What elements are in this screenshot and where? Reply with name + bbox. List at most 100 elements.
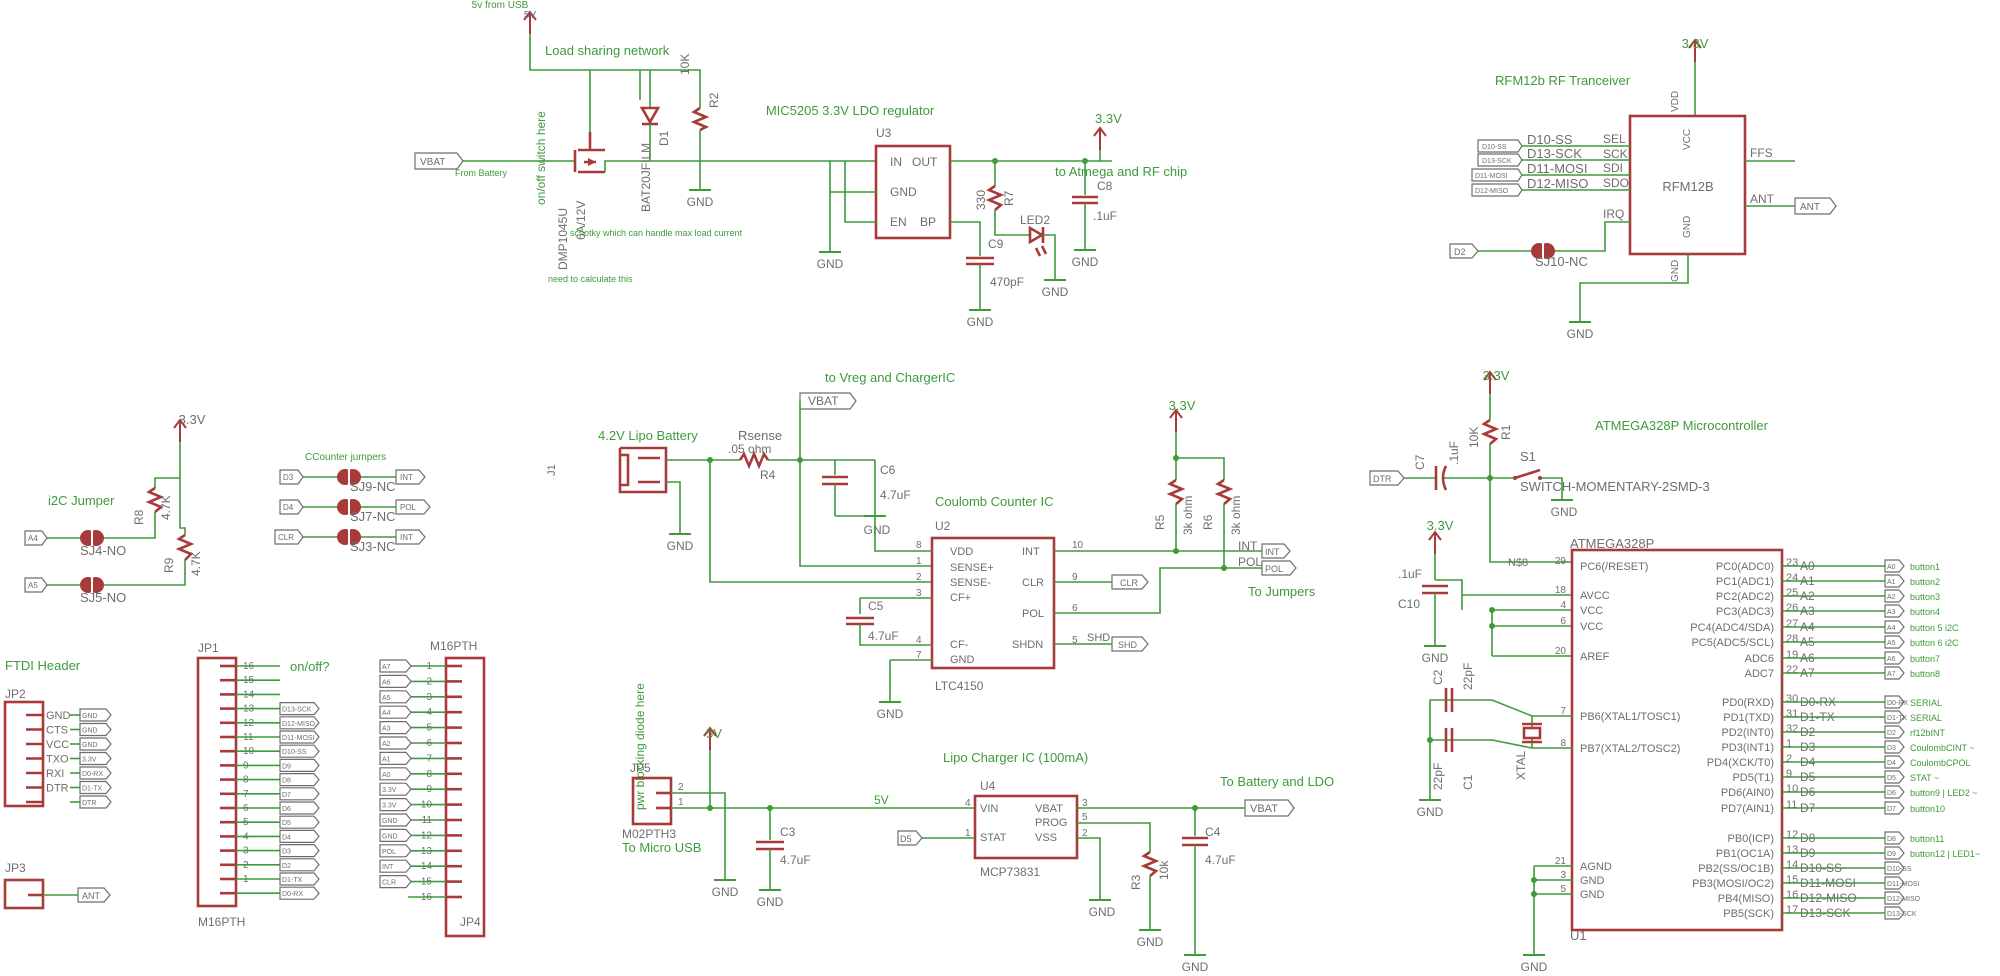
jp1-tag-12-text: D4 — [282, 834, 291, 841]
c1-ref: C1 — [1461, 774, 1475, 790]
jp4-tag-7 — [379, 767, 412, 781]
rfm-vdd: VDD — [1670, 91, 1681, 112]
c4-ref: C4 — [1205, 825, 1221, 839]
jp1-tag-14 — [279, 858, 320, 872]
ftdi-pin-txo: TXO — [46, 754, 69, 766]
mcu-note-8: SERIAL — [1910, 698, 1942, 708]
d3-tag: D3 — [283, 473, 294, 482]
mcu-pin-num-29: 29 — [1555, 556, 1567, 567]
sj5-label: SJ5-NO — [80, 590, 126, 605]
mcu-tag-a4 — [1884, 620, 1905, 634]
mcu-note-16: button11 — [1910, 834, 1944, 844]
ftdi-tag-2 — [79, 737, 112, 751]
mosfet-dmp1045u — [573, 132, 660, 174]
5v-net-label: 5V — [524, 10, 537, 21]
ant-tag-rf-text: ANT — [1800, 202, 1820, 213]
u1-ref: U1 — [1570, 928, 1587, 943]
vbat-tag-text: VBAT — [420, 157, 445, 168]
gnd-c4: GND — [1182, 960, 1209, 974]
jp1-tag-15-text: D1-TX — [282, 877, 303, 884]
ftdi-tag-6-text: DTR — [82, 800, 96, 807]
jp4-tag-3-text: A4 — [382, 710, 391, 717]
jp1-tag-3-text: D13-SCK — [282, 707, 312, 714]
mcu-tag-d6 — [1884, 785, 1905, 799]
mcu-tag-d4 — [1884, 755, 1905, 769]
mcu-pin-pd4-xck-t0-: PD4(XCK/T0) — [1707, 757, 1774, 769]
mcu-tag-d13-sck-text: D13-SCK — [1887, 911, 1917, 918]
jp1-tag-16 — [279, 886, 320, 900]
mcu-tag-d9 — [1884, 846, 1905, 860]
u4-prog: PROG — [1035, 817, 1067, 829]
to-vreg-label: to Vreg and ChargerIC — [825, 370, 955, 385]
mcu-tag-a2-text: A2 — [1887, 594, 1896, 601]
c3-ref: C3 — [780, 825, 796, 839]
c1-value: 22pF — [1431, 763, 1445, 790]
jp1-tag-6-text: D10-SS — [282, 749, 307, 756]
a4-tag: A4 — [28, 534, 38, 543]
ccounter-jumper-section: CCounter jumpers D3 D4 CLR SJ9-NC SJ7-NC… — [274, 452, 431, 554]
jp4-tag-7-text: A0 — [382, 772, 391, 779]
jp4-tag-9-text: 3.3V — [382, 803, 397, 810]
mcu-pin-num-4: 4 — [1560, 600, 1566, 611]
jp1-header — [196, 656, 238, 908]
r5-value: 3k ohm — [1181, 496, 1195, 535]
s1-ref: S1 — [1520, 449, 1536, 464]
u2-pin7: 7 — [916, 650, 922, 661]
mcu-tag-d11-mosi — [1884, 876, 1905, 890]
mcu-pin-num-9: 9 — [1786, 768, 1792, 780]
u4-ref: U4 — [980, 779, 996, 793]
jp5-header — [631, 776, 673, 826]
jp4-tag-11-text: GND — [382, 833, 398, 840]
jp4-tag-8 — [379, 782, 412, 796]
u3-bp-pin: BP — [920, 215, 936, 229]
ftdi-tag-4 — [79, 766, 112, 780]
gnd-led2: GND — [1042, 285, 1069, 299]
ftdi-pin-gnd: GND — [46, 710, 71, 722]
mcu-pin-pb3-mosi-oc2-: PB3(MOSI/OC2) — [1692, 878, 1774, 890]
c9-value: 470pF — [990, 275, 1024, 289]
int-tag-cc2: INT — [400, 533, 413, 542]
gnd-u4: GND — [1089, 905, 1116, 919]
mcu-tag-d13-sck — [1884, 906, 1905, 920]
xtal-label: XTAL — [1514, 751, 1528, 780]
u2-sensep: SENSE+ — [950, 562, 994, 574]
u2-pin3: 3 — [916, 588, 922, 599]
mcu-pin-num-17: 17 — [1786, 904, 1798, 916]
resistor-r2 — [688, 106, 712, 191]
to-batt-ldo-label: To Battery and LDO — [1220, 774, 1334, 789]
sj7-label: SJ7-NC — [350, 509, 396, 524]
mcu-part: ATMEGA328P — [1570, 536, 1654, 551]
mcu-pin-pd1-txd-: PD1(TXD) — [1723, 712, 1774, 724]
jp1-ref: JP1 — [198, 641, 219, 655]
jp1-tag-9-text: D7 — [282, 792, 291, 799]
mcu-note-4: button 5 i2C — [1910, 623, 1959, 633]
jp5-part: M02PTH3 — [622, 827, 676, 841]
to-micro-usb-label: To Micro USB — [622, 840, 701, 855]
rfm-d12-label: D12-MISO — [1527, 176, 1588, 191]
gnd-r3: GND — [1137, 935, 1164, 949]
mcu-tag-d3-text: D3 — [1887, 745, 1896, 752]
mcu-pin-num-14: 14 — [1786, 859, 1798, 871]
u2-sensem: SENSE- — [950, 577, 991, 589]
i2c-title: i2C Jumper — [48, 493, 115, 508]
mcu-pin-pb6-xtal1-tosc1-: PB6(XTAL1/TOSC1) — [1580, 711, 1680, 723]
usb-5v-note: 5v from USB — [472, 0, 529, 11]
lipo-title: 4.2V Lipo Battery — [598, 428, 698, 443]
mcu-tag-d3 — [1884, 740, 1905, 754]
mcu-tag-d2 — [1884, 725, 1905, 739]
jp4-tag-10 — [379, 813, 412, 827]
u2-pin2: 2 — [916, 572, 922, 583]
jp1-tag-13-text: D3 — [282, 849, 291, 856]
c5-value: 4.7uF — [868, 629, 899, 643]
u2-pin8: 8 — [916, 540, 922, 551]
jp4-tag-5 — [379, 736, 412, 750]
jp4-tag-2-text: A5 — [382, 695, 391, 702]
mcu-pin-pd3-int1-: PD3(INT1) — [1721, 742, 1774, 754]
r6-value: 3k ohm — [1229, 496, 1243, 535]
mcu-note-12: CoulombCPOL — [1910, 758, 1971, 768]
jp4-tag-0 — [379, 659, 412, 673]
power-section: 5v from USB 5V Load sharing network VBAT… — [414, 0, 1187, 329]
